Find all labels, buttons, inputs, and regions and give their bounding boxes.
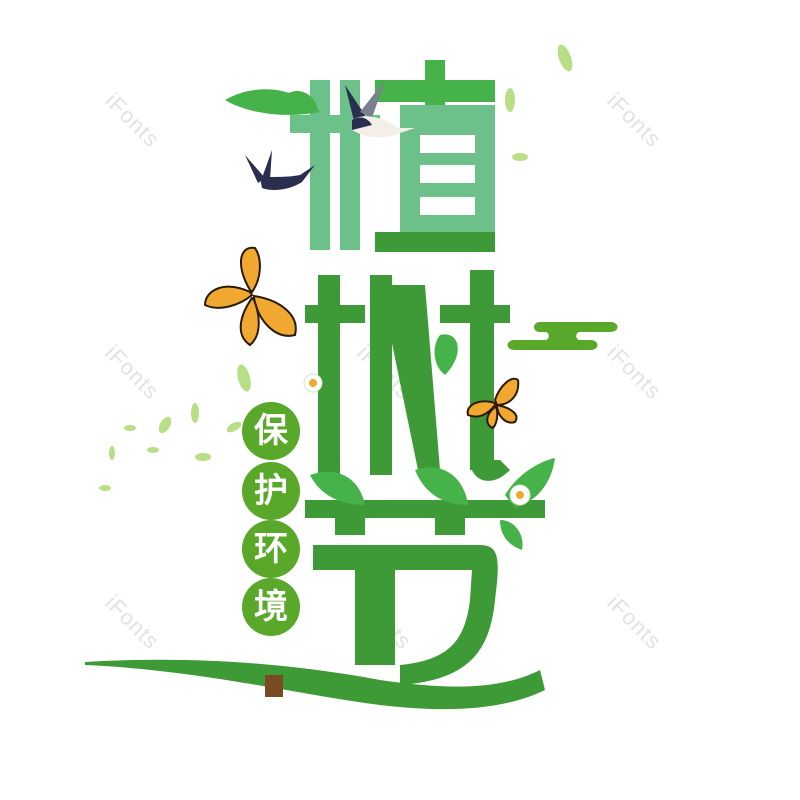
cloud	[507, 322, 618, 350]
char-shu	[305, 270, 510, 485]
butterfly	[466, 377, 520, 430]
subtitle-char-circle: 保	[242, 402, 300, 460]
flower	[303, 373, 323, 393]
flower	[509, 484, 531, 506]
ground-swoosh	[85, 659, 545, 710]
subtitle-char-circle: 境	[242, 578, 300, 636]
butterfly	[203, 246, 297, 347]
tree-trunk	[265, 675, 283, 697]
swallow-bird	[245, 150, 315, 190]
char-zhi	[290, 60, 495, 252]
floating-leaves	[99, 44, 573, 491]
leaf	[285, 90, 318, 110]
char-jie	[305, 458, 555, 685]
subtitle-char-circle: 环	[242, 520, 300, 578]
subtitle-char-circle: 护	[242, 462, 300, 520]
swallow-bird	[345, 80, 415, 138]
